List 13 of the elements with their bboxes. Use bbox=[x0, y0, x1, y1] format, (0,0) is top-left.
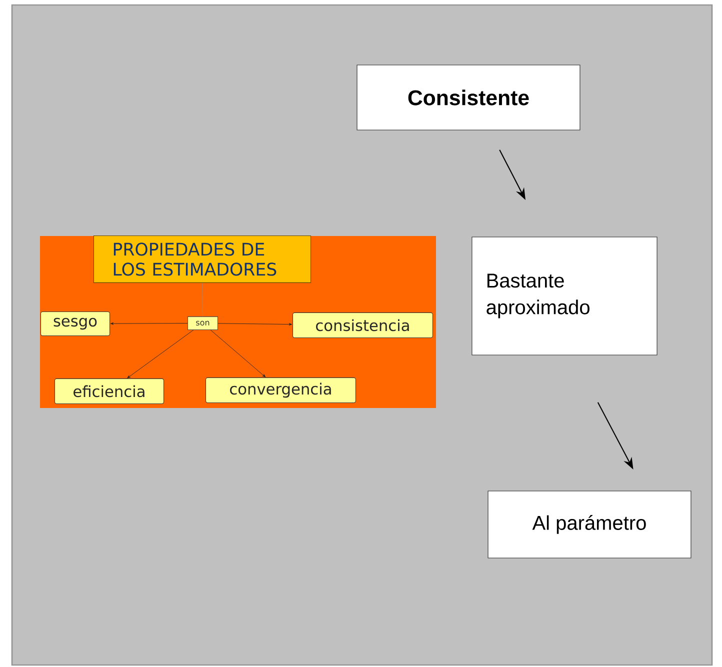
concept-box: convergencia bbox=[205, 377, 356, 404]
text-box: Bastante aproximado bbox=[472, 236, 658, 356]
link-word-box: son bbox=[187, 316, 218, 330]
concept-box: consistencia bbox=[292, 312, 433, 338]
arrow bbox=[218, 323, 292, 326]
text-box: Consistente bbox=[356, 64, 580, 130]
concept-box: sesgo bbox=[40, 311, 110, 336]
arrow bbox=[210, 330, 266, 378]
concept-box: eficiencia bbox=[54, 378, 164, 404]
arrow bbox=[127, 330, 194, 378]
text-box: Al parámetro bbox=[488, 490, 692, 558]
arrow bbox=[110, 322, 188, 325]
title-box: PROPIEDADES DE LOS ESTIMADORES bbox=[93, 236, 312, 283]
